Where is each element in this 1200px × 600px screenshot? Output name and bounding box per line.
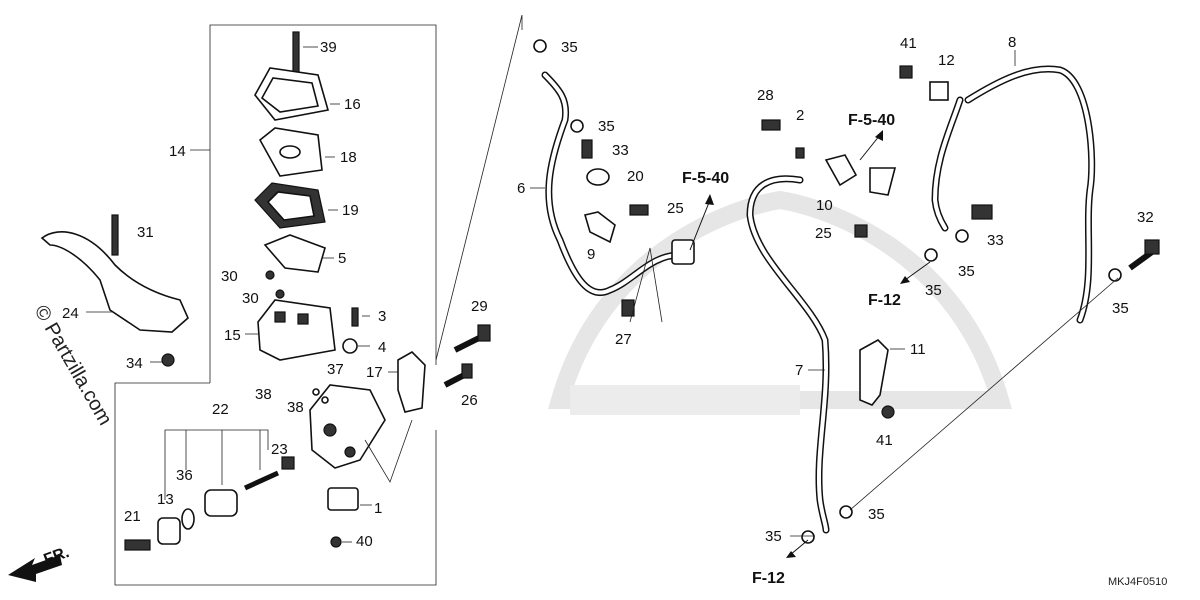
callout-3: 3: [378, 308, 386, 325]
callout-35-e: 35: [1112, 300, 1129, 317]
part-27-bolt: [621, 247, 663, 323]
part-12-clamp: [899, 65, 949, 101]
part-38-orings: [312, 388, 329, 404]
reference-arrows: [689, 130, 931, 558]
part-30-screws: [265, 270, 285, 299]
diagram-code: MKJ4F0510: [1108, 576, 1167, 588]
part-25-bolt-a: [629, 204, 649, 216]
callout-38-a: 38: [255, 386, 272, 403]
callout-25-b: 25: [815, 225, 832, 242]
part-33-bolt-b: [971, 204, 993, 220]
callout-35-c: 35: [958, 263, 975, 280]
piston-parts: [124, 429, 295, 551]
part-35-washer-a: [533, 39, 584, 133]
background-logo: [548, 190, 1012, 415]
part-18-plate: [258, 127, 335, 177]
callout-13: 13: [157, 491, 174, 508]
callout-31: 31: [137, 224, 154, 241]
reference-f12-a[interactable]: F-12: [868, 292, 901, 309]
front-direction-arrow: FR.: [8, 544, 72, 582]
leader-lines: [790, 277, 1119, 537]
part-17-clamp: [388, 351, 426, 413]
part-20-clip: [586, 168, 610, 186]
callout-8: 8: [1008, 34, 1016, 51]
callout-25-a: 25: [667, 200, 684, 217]
callout-35-b: 35: [598, 118, 615, 135]
part-3-4-fittings: [342, 307, 370, 354]
callout-36: 36: [176, 467, 193, 484]
callout-26: 26: [461, 392, 478, 409]
part-40-screw: [330, 536, 352, 548]
part-26-bolt: [443, 363, 473, 388]
callout-12: 12: [938, 52, 955, 69]
callout-30-a: 30: [221, 268, 238, 285]
callout-18: 18: [340, 149, 357, 166]
callout-1: 1: [374, 500, 382, 517]
callout-20: 20: [627, 168, 644, 185]
reference-f12-b[interactable]: F-12: [752, 570, 785, 587]
master-cylinder-assembly-box: [114, 14, 523, 586]
callout-39: 39: [320, 39, 337, 56]
callout-33-a: 33: [612, 142, 629, 159]
callout-14: 14: [169, 143, 186, 160]
washers-35: [801, 229, 1122, 544]
callout-32: 32: [1137, 209, 1154, 226]
reference-f540-b[interactable]: F-5-40: [848, 112, 895, 129]
part-7-brake-hose: [746, 175, 830, 534]
callout-10: 10: [816, 197, 833, 214]
part-9-clamp: [583, 211, 616, 244]
part-2-joint: [761, 119, 897, 238]
part-33-bolt-a: [581, 139, 593, 159]
callout-28: 28: [757, 87, 774, 104]
part-11-bracket: [859, 339, 905, 419]
callout-17: 17: [366, 364, 383, 381]
callout-34: 34: [126, 355, 143, 372]
part-8-brake-hose: [931, 50, 1096, 324]
reference-f540-a[interactable]: F-5-40: [682, 170, 729, 187]
master-cylinder-body: [309, 384, 413, 483]
callout-16: 16: [344, 96, 361, 113]
callout-27: 27: [615, 331, 632, 348]
callout-35-g: 35: [765, 528, 782, 545]
callout-22: 22: [212, 401, 229, 418]
callout-15: 15: [224, 327, 241, 344]
callout-19: 19: [342, 202, 359, 219]
callout-41-b: 41: [876, 432, 893, 449]
callout-4: 4: [378, 339, 386, 356]
callout-labels: 1 2 3 4 5 6 7 8 9 10 11 12 13 14 15 16 1…: [62, 34, 1154, 550]
svg-text:FR.: FR.: [42, 544, 72, 569]
part-16-reservoir-cap: [254, 67, 340, 121]
callout-35-a: 35: [561, 39, 578, 56]
callout-30-b: 30: [242, 290, 259, 307]
callout-33-b: 33: [987, 232, 1004, 249]
callout-41-a: 41: [900, 35, 917, 52]
callout-21: 21: [124, 508, 141, 525]
callout-11: 11: [910, 341, 926, 358]
callout-24: 24: [62, 305, 79, 322]
part-5-float-plate: [263, 234, 334, 273]
part-24-brake-lever: [40, 214, 189, 367]
part-39-screw: [292, 31, 318, 78]
callout-29: 29: [471, 298, 488, 315]
part-19-diaphragm: [254, 182, 338, 229]
callout-23: 23: [271, 441, 288, 458]
callout-7: 7: [795, 362, 803, 379]
callout-35-d: 35: [925, 282, 942, 299]
callout-35-f: 35: [868, 506, 885, 523]
callout-5: 5: [338, 250, 346, 267]
part-15-reservoir: [245, 299, 336, 361]
part-1-switch: [327, 487, 372, 511]
callout-9: 9: [587, 246, 595, 263]
part-29-bolt: [453, 324, 491, 353]
callout-37: 37: [327, 361, 344, 378]
part-32-bolt: [1128, 239, 1160, 271]
callout-2: 2: [796, 107, 804, 124]
part-6-brake-hose: [530, 71, 695, 296]
callout-38-b: 38: [287, 399, 304, 416]
callout-6: 6: [517, 180, 525, 197]
callout-40: 40: [356, 533, 373, 550]
